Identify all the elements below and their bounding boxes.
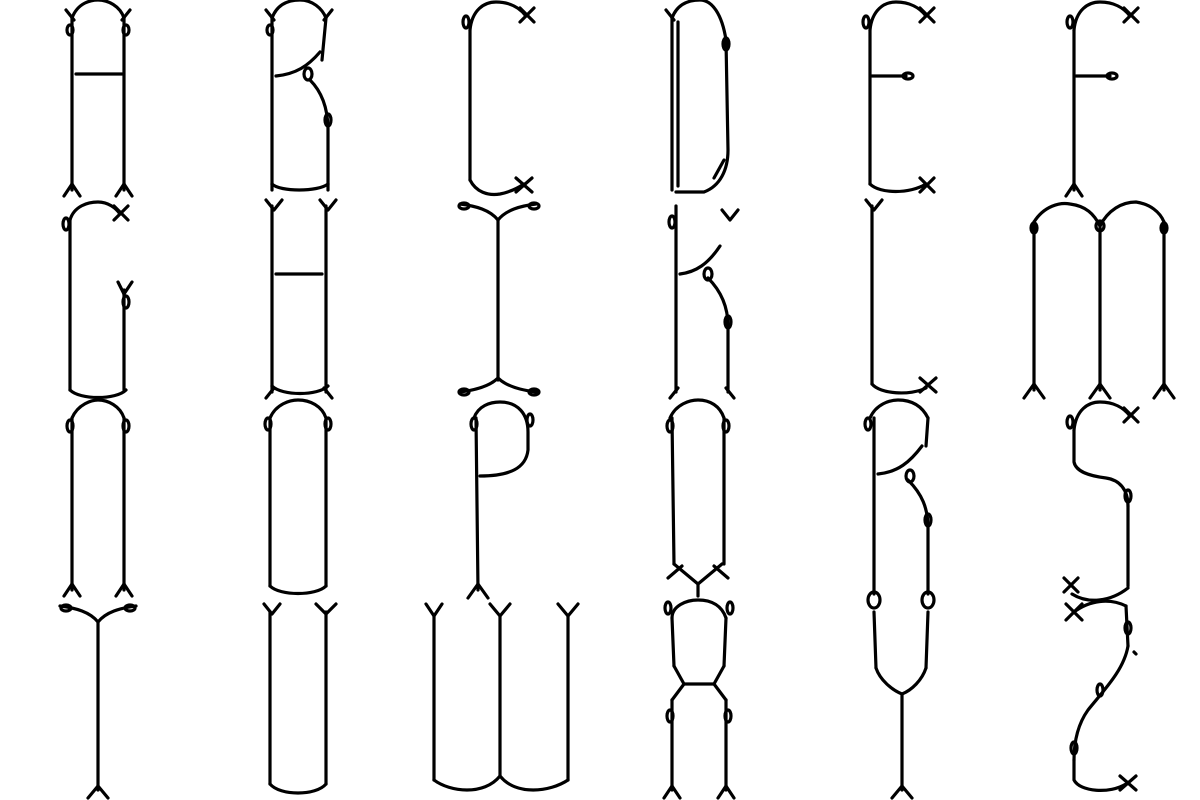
glyph-r	[863, 398, 933, 596]
glyph-a	[62, 0, 134, 198]
glyph-p	[466, 400, 535, 600]
glyph-z	[1064, 599, 1138, 792]
glyph-u	[665, 398, 731, 598]
glyph-d	[664, 0, 731, 194]
glyph-w	[424, 602, 580, 792]
glyph-s	[1062, 400, 1140, 602]
glyph-c	[461, 0, 536, 197]
glyph-g	[61, 200, 134, 400]
glyph-i	[457, 201, 541, 397]
glyph-k	[667, 204, 740, 400]
glyph-o	[62, 398, 134, 598]
glyph-e	[861, 0, 936, 194]
glyph-q	[263, 398, 333, 596]
glyph-m	[1022, 200, 1176, 400]
glyph-v	[262, 602, 338, 795]
glyph-x	[662, 598, 736, 800]
glyph-y	[866, 590, 936, 800]
glyph-h	[264, 198, 338, 400]
glyph-f	[1064, 0, 1140, 198]
glyph-b	[264, 0, 334, 192]
glyph-t	[58, 603, 138, 800]
glyph-l	[864, 198, 938, 395]
